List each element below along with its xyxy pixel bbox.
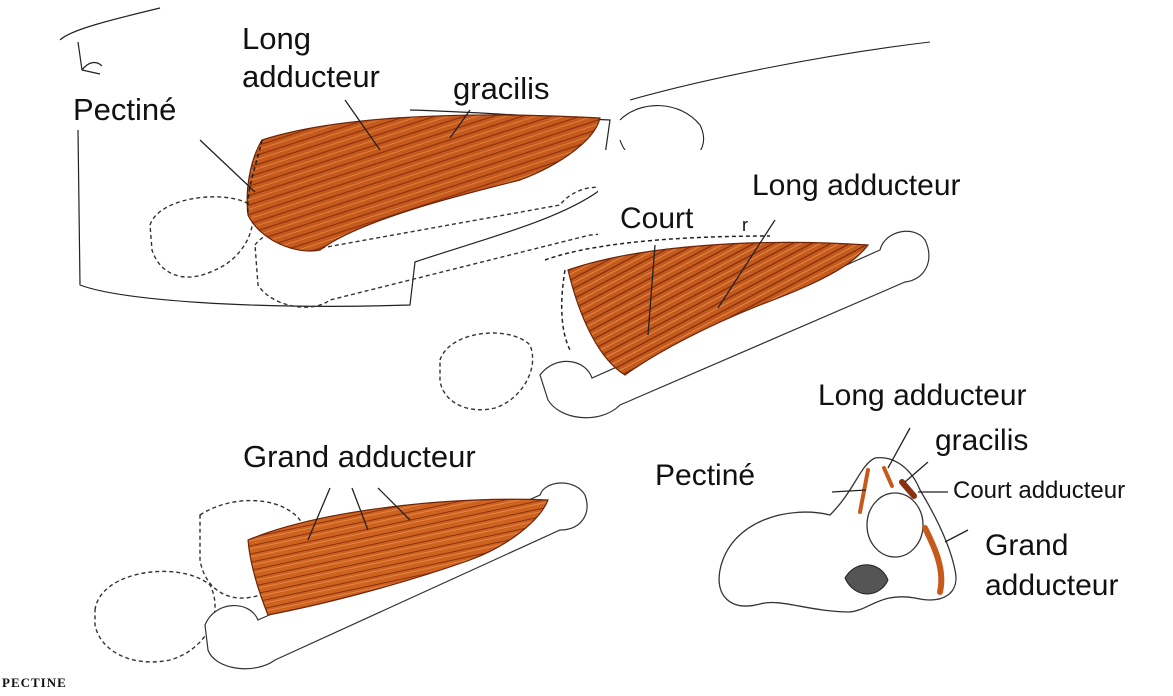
caption-cropped: PECTINE bbox=[2, 676, 67, 690]
label-br-long-adducteur: Long adducteur bbox=[818, 380, 1027, 412]
label-long-adducteur-line2: adducteur bbox=[242, 60, 380, 93]
label-fragment: r bbox=[742, 216, 748, 235]
pectine-longadducteur-gracilis-muscle bbox=[247, 115, 600, 251]
label-br-pectine: Pectiné bbox=[655, 460, 755, 492]
pelvis-dashed-outline bbox=[440, 333, 533, 410]
label-br-grand-adducteur-line1: Grand bbox=[985, 530, 1068, 562]
label-pectine: Pectiné bbox=[73, 93, 176, 126]
label-br-grand-adducteur-line2: adducteur bbox=[985, 570, 1118, 602]
label-br-court-adducteur: Court adducteur bbox=[953, 478, 1125, 504]
pelvis-dashed-outline bbox=[95, 571, 215, 662]
label-br-gracilis: gracilis bbox=[935, 425, 1028, 457]
label-grand-adducteur: Grand adducteur bbox=[243, 440, 476, 473]
label-court: Court bbox=[620, 203, 693, 235]
label-long-adducteur: Long adducteur bbox=[752, 170, 961, 202]
hand-sketch bbox=[60, 8, 160, 74]
leader-line-pectine bbox=[200, 140, 255, 192]
leader-line-long-adducteur bbox=[888, 428, 910, 468]
label-gracilis: gracilis bbox=[453, 72, 549, 105]
thigh-upper-contour bbox=[630, 42, 930, 100]
obturator-foramen bbox=[867, 493, 923, 557]
panel-bottom-right bbox=[719, 428, 968, 612]
pelvis-dashed-outline bbox=[150, 197, 253, 277]
label-long-adducteur-line1: Long bbox=[242, 22, 311, 55]
leader-line-grand-adducteur bbox=[945, 530, 968, 542]
panel-bottom-left bbox=[95, 483, 587, 669]
